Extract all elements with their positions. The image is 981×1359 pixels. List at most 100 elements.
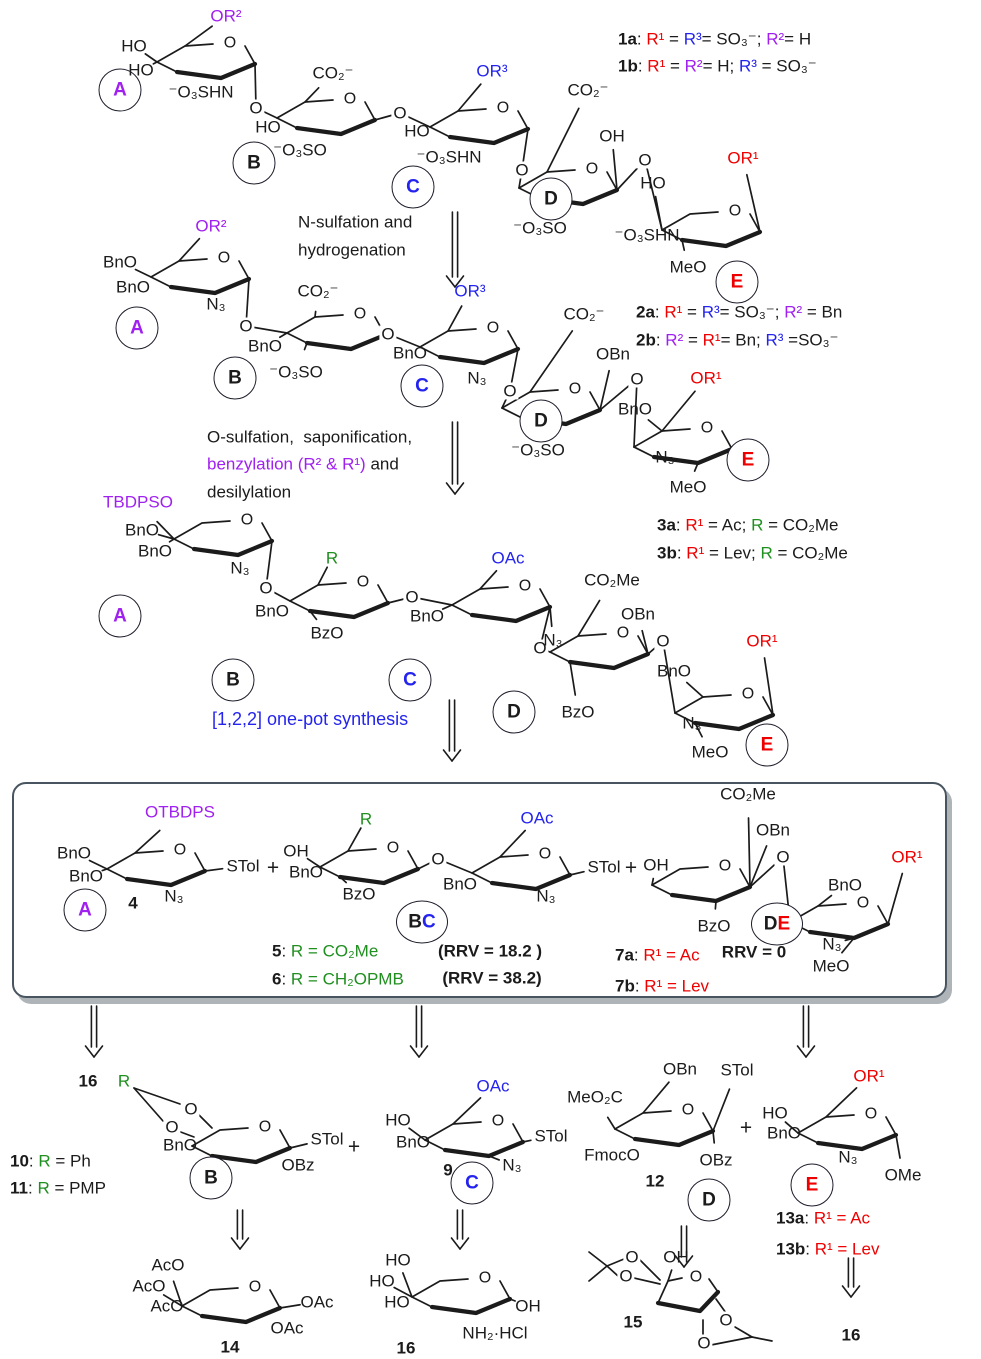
ring-identity-badge: E [790,1163,834,1207]
sugar-ring [877,905,889,925]
chem-label: O [695,1333,713,1353]
ring-oxygen-label: O [719,858,731,875]
chem-label: BnO [68,866,104,886]
compound-number-label: 9 [443,1160,453,1180]
substituent-bond [749,845,768,888]
ring-badge-letter: D [507,701,521,722]
ring-oxygen-label: O [218,250,230,267]
glycosidic-bond [662,640,676,714]
sugar-ring [762,696,774,716]
bond-line [639,1259,661,1281]
sugar-ring-front [168,276,252,296]
substituent-bond [746,173,761,233]
glycosidic-oxygen-label: O [379,324,397,344]
chem-label: OR¹ [690,368,722,388]
bond-line [734,1326,753,1338]
substituent-bond [303,342,308,351]
chem-label: OR¹ [746,631,778,651]
ring-oxygen-label: O [682,1102,694,1119]
chem-label: 7a: R¹ = Ac [615,945,700,965]
bond-line [633,1277,661,1285]
substituent-bond [694,722,703,738]
chem-label: OR¹ [727,148,759,168]
sugar-ring [279,1129,291,1149]
sugar-ring [749,213,761,233]
sugar-ring-front [437,346,521,366]
chem-label: OH [643,855,669,875]
chem-label: AcO [150,1296,184,1316]
chem-label: BnO [102,252,138,272]
chem-label: FmocO [584,1145,640,1165]
chem-label: ⁻O₃SO [273,140,327,160]
sugar-ring [539,588,551,608]
sugar-ring [549,651,571,663]
chem-label: ⁻O₃SHN [416,147,482,167]
chem-label: BzO [342,884,376,904]
chem-label: N₃ [230,558,250,578]
sugar-ring [106,868,128,880]
chem-label: HO [762,1103,788,1123]
chem-label: N₃ [206,294,226,314]
chem-label: ⁻O₃SO [511,440,565,460]
ring-badge-letter: B [204,1167,218,1188]
chem-label: BnO [162,1135,198,1155]
sugar-ring [507,330,519,350]
chem-label: BnO [766,1123,802,1143]
substituent-bond [509,1298,516,1302]
chem-label: CO₂⁻ [312,63,354,83]
chem-label: BnO [115,277,151,297]
retro-arrow-icon [409,1045,420,1058]
retro-arrow-icon [239,1237,250,1250]
ring-badge-letter: D [763,913,778,934]
substituent-bond [309,610,318,621]
bond-line [133,1087,164,1122]
glycosidic-oxygen-label: O [654,631,672,651]
retro-arrow-icon [230,1237,241,1250]
sugar-ring [276,117,298,129]
sugar-ring [261,522,273,542]
sugar-ring [708,1278,719,1293]
substituent-bond [479,569,498,590]
sugar-ring [424,1139,446,1151]
sugar-ring-front [679,229,763,249]
ring-badge-letter: D [702,1189,716,1210]
sugar-ring [471,872,493,884]
ring-oxygen-label: O [224,35,236,52]
chem-label: OAc [300,1292,334,1312]
chem-label: BnO [442,874,478,894]
retro-arrow-icon [450,1237,461,1250]
substituent-bond [549,606,553,628]
chem-label: desilylation [207,482,292,502]
substituent-bond [654,195,663,231]
sugar-ring [173,520,231,540]
chem-label: + [266,856,280,880]
substituent-bond [895,1134,901,1159]
substituent-bond [784,1121,799,1134]
compound-number-label: 12 [645,1171,665,1191]
chem-label: 3a: R¹ = Ac; R = CO₂Me [657,515,839,535]
retro-arrow-icon [683,1255,694,1268]
ring-badge-letter: E [777,913,791,934]
ring-identity-badge: E [745,723,789,767]
chem-label: R [359,809,373,829]
sugar-ring [702,1112,714,1132]
sugar-ring-front [209,1145,293,1165]
ring-identity-badge: C [391,165,435,209]
chem-label: CO₂Me [584,570,640,590]
sugar-ring [606,171,618,191]
chem-label: O [617,1266,635,1286]
chem-label: HO [404,121,430,141]
chem-label: OH [599,126,625,146]
ring-oxygen-label: O [241,512,253,529]
chem-label: AcO [151,1255,185,1275]
chem-label: BzO [310,623,344,643]
sugar-ring [739,868,751,888]
chem-label: N₃ [543,630,563,650]
chem-label: N₃ [536,886,556,906]
substituent-bond [661,390,696,432]
sugar-ring [661,229,683,241]
ring-identity-badge: D [519,399,563,443]
retro-arrow-icon [445,275,456,288]
